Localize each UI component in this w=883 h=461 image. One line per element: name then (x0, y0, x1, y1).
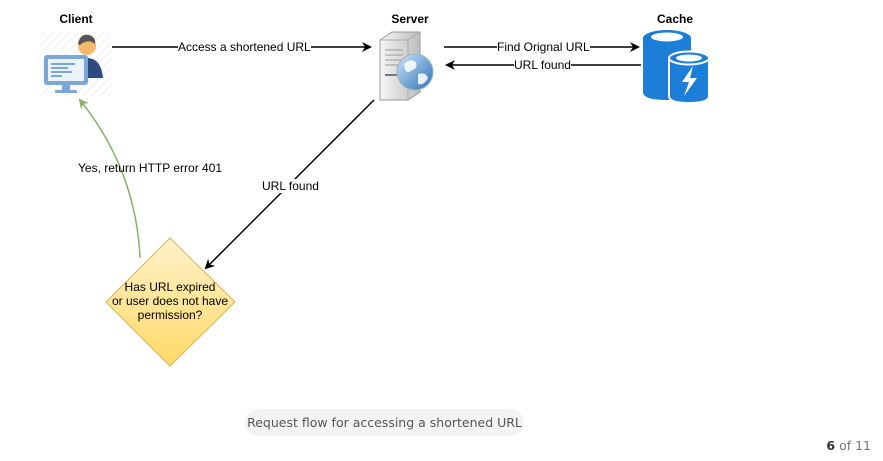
slide-pager: 6 of 11 (826, 438, 871, 453)
decision-text: Has URL expired or user does not have pe… (104, 280, 236, 322)
edge-label-access-url: Access a shortened URL (178, 40, 311, 54)
client-label: Client (59, 12, 93, 26)
decision-line-2: or user does not have (111, 294, 229, 308)
cache-label: Cache (656, 12, 694, 26)
edge-decision-to-client (78, 98, 141, 259)
figure-caption: Request flow for accessing a shortened U… (245, 409, 524, 436)
pager-total: of 11 (839, 438, 871, 453)
decision-diamond[interactable] (105, 237, 236, 367)
web-server-icon[interactable] (379, 31, 434, 101)
decision-line-3: permission? (137, 308, 203, 322)
edge-label-find-url: Find Orignal URL (497, 40, 590, 54)
edge-label-http-error: Yes, return HTTP error 401 (78, 161, 223, 175)
decision-line-1: Has URL expired (124, 280, 216, 294)
pager-current: 6 (826, 438, 836, 453)
cache-database-icon[interactable] (643, 30, 710, 105)
edge-label-url-found-decision: URL found (262, 179, 319, 193)
client-computer-icon[interactable] (42, 32, 110, 96)
edge-label-url-found-cache: URL found (514, 58, 571, 72)
server-label: Server (391, 12, 429, 26)
